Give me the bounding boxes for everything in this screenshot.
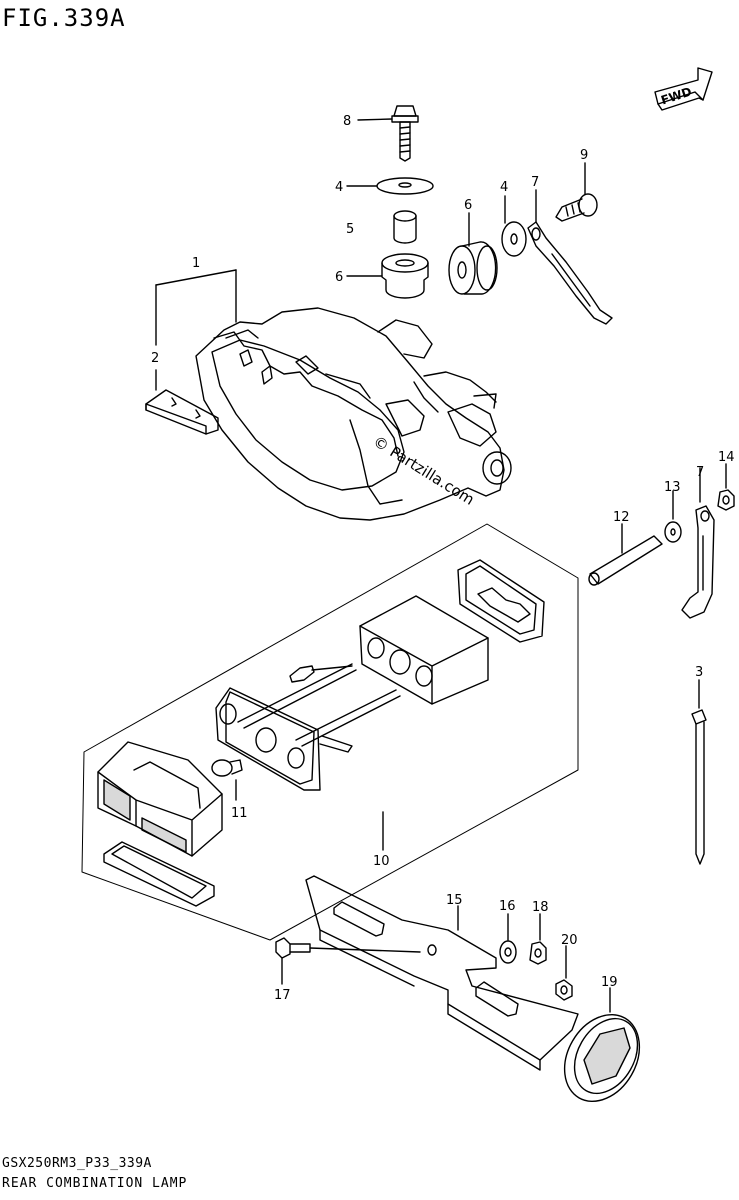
callout-19: 19 bbox=[601, 975, 618, 990]
callout-17: 17 bbox=[274, 988, 291, 1003]
fwd-arrow-icon: FWD bbox=[654, 67, 713, 111]
callout-10: 10 bbox=[373, 854, 390, 869]
lamp-bracket-plate bbox=[215, 687, 353, 791]
reflector-strip bbox=[103, 841, 215, 907]
bulb-part-11 bbox=[211, 759, 243, 801]
callout-4: 4 bbox=[500, 180, 508, 195]
washer-part-13 bbox=[664, 490, 682, 543]
lamp-housing-part-1 bbox=[155, 269, 512, 521]
callout-1: 1 bbox=[192, 256, 200, 271]
nut-part-18 bbox=[529, 913, 547, 965]
watermark: © Partzilla.com bbox=[370, 432, 478, 509]
callout-9: 9 bbox=[580, 148, 588, 163]
washer-part-4 bbox=[346, 177, 434, 195]
pad-part-2 bbox=[145, 389, 219, 435]
callout-7: 7 bbox=[531, 175, 539, 190]
cable-tie-part-3 bbox=[691, 679, 707, 865]
tail-lamp-lens bbox=[97, 741, 223, 857]
collar-part-5 bbox=[393, 210, 417, 244]
callout-4: 4 bbox=[335, 180, 343, 195]
fwd-label: FWD bbox=[659, 84, 693, 107]
gasket bbox=[457, 559, 545, 643]
callout-20: 20 bbox=[561, 933, 578, 948]
reflector-bracket-part-15 bbox=[305, 875, 579, 1071]
bolt-part-8 bbox=[357, 105, 419, 162]
nut-part-20 bbox=[555, 945, 573, 1001]
callout-13: 13 bbox=[664, 480, 681, 495]
lamp-lens-housing bbox=[359, 595, 489, 705]
washer-part-16 bbox=[499, 913, 517, 964]
callout-6: 6 bbox=[464, 198, 472, 213]
callout-12: 12 bbox=[613, 510, 630, 525]
lamp-assembly-part-10-outline bbox=[81, 523, 579, 941]
bolt-part-17 bbox=[275, 937, 421, 985]
callout-11: 11 bbox=[231, 806, 248, 821]
figure-title: FIG.339A bbox=[2, 4, 126, 32]
cushion-part-6 bbox=[346, 253, 429, 299]
washer-part-4-side bbox=[501, 195, 527, 257]
callout-15: 15 bbox=[446, 893, 463, 908]
figure-caption: REAR COMBINATION LAMP bbox=[2, 1176, 188, 1191]
screw-part-9 bbox=[555, 162, 598, 222]
figure-code: GSX250RM3_P33_339A bbox=[2, 1156, 152, 1171]
callout-7: 7 bbox=[696, 465, 704, 480]
callout-3: 3 bbox=[695, 665, 703, 680]
callout-8: 8 bbox=[343, 114, 351, 129]
callout-16: 16 bbox=[499, 899, 516, 914]
stay-part-7-lower bbox=[681, 467, 715, 619]
pin-part-12 bbox=[588, 523, 663, 586]
callout-2: 2 bbox=[151, 351, 159, 366]
callout-14: 14 bbox=[718, 450, 735, 465]
stay-part-7-upper bbox=[527, 189, 613, 325]
assembly-screws bbox=[237, 663, 401, 747]
callout-6: 6 bbox=[335, 270, 343, 285]
nut-part-14 bbox=[717, 463, 735, 511]
cushion-part-6-side bbox=[448, 212, 498, 295]
callout-5: 5 bbox=[346, 222, 354, 237]
callout-18: 18 bbox=[532, 900, 549, 915]
reflector-part-19 bbox=[563, 987, 641, 1103]
